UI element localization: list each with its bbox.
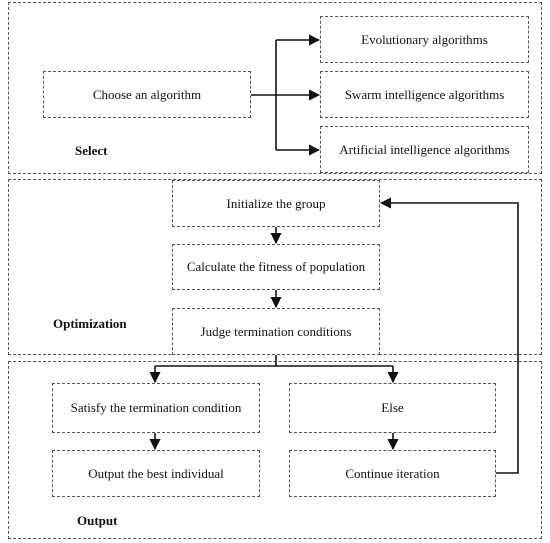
else-label: Else	[381, 400, 404, 415]
output-label: Output	[77, 513, 118, 528]
evolutionary-algorithms-label: Evolutionary algorithms	[361, 31, 488, 47]
output-best-individual-box: Output the best individual	[52, 450, 260, 497]
satisfy-termination-box: Satisfy the termination condition	[52, 383, 260, 433]
judge-termination-label: Judge termination conditions	[200, 323, 352, 339]
output-section	[8, 361, 542, 539]
continue-iteration-box: Continue iteration	[289, 450, 496, 497]
initialize-group-box: Initialize the group	[172, 180, 380, 227]
select-label: Select	[75, 143, 108, 158]
optimization-label: Optimization	[53, 316, 127, 331]
satisfy-termination-label: Satisfy the termination condition	[70, 400, 242, 415]
swarm-intelligence-label: Swarm intelligence algorithms	[344, 86, 505, 102]
calculate-fitness-label: Calculate the fitness of population	[186, 259, 366, 274]
judge-termination-box: Judge termination conditions	[172, 308, 380, 355]
initialize-group-label: Initialize the group	[226, 195, 326, 211]
calculate-fitness-box: Calculate the fitness of population	[172, 244, 380, 290]
swarm-intelligence-box: Swarm intelligence algorithms	[320, 71, 529, 118]
evolutionary-algorithms-box: Evolutionary algorithms	[320, 16, 529, 63]
continue-iteration-label: Continue iteration	[345, 465, 440, 481]
choose-algorithm-label: Choose an algorithm	[92, 86, 202, 102]
choose-algorithm-box: Choose an algorithm	[43, 71, 251, 118]
select-section	[8, 2, 542, 174]
output-best-individual-label: Output the best individual	[88, 465, 224, 481]
artificial-intelligence-box: Artificial intelligence algorithms	[320, 126, 529, 173]
artificial-intelligence-label: Artificial intelligence algorithms	[339, 141, 510, 157]
else-box: Else	[289, 383, 496, 433]
feedback-loop-arrow	[379, 197, 519, 474]
